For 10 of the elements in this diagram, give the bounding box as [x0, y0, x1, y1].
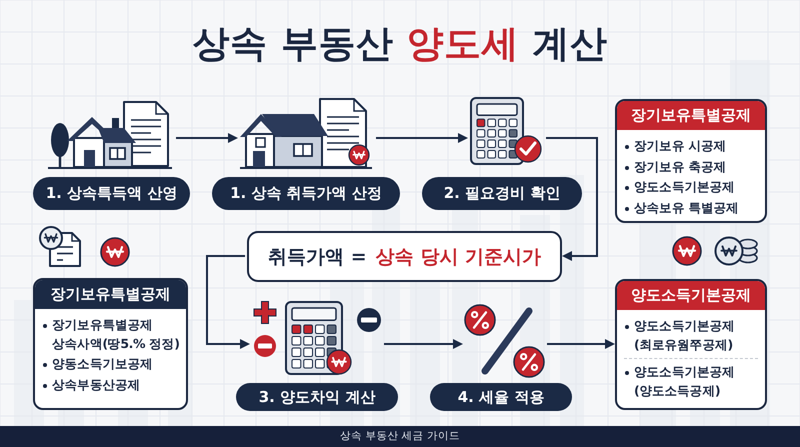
list-item: 양도소득기본공제 (최로유웜쭈공제) [624, 317, 762, 354]
list-item: 장기보유 축공제 [624, 158, 762, 176]
list-item: 장기보유 시공제 [624, 137, 762, 156]
list-item: 양도소득기본공제 (양도소득공제) [624, 363, 762, 400]
title: 상속 부동산 양도세 계산 [191, 21, 609, 67]
card-header: 양도소득기본공제 [617, 281, 765, 310]
footer-bar: 상속 부동산 세금 가이드 [0, 426, 800, 447]
list-item: 양도소득기본공제 [624, 178, 762, 196]
card-header: 장기보유특별공제 [617, 101, 765, 130]
list-item: 상속보유 특별공제 [624, 198, 762, 217]
